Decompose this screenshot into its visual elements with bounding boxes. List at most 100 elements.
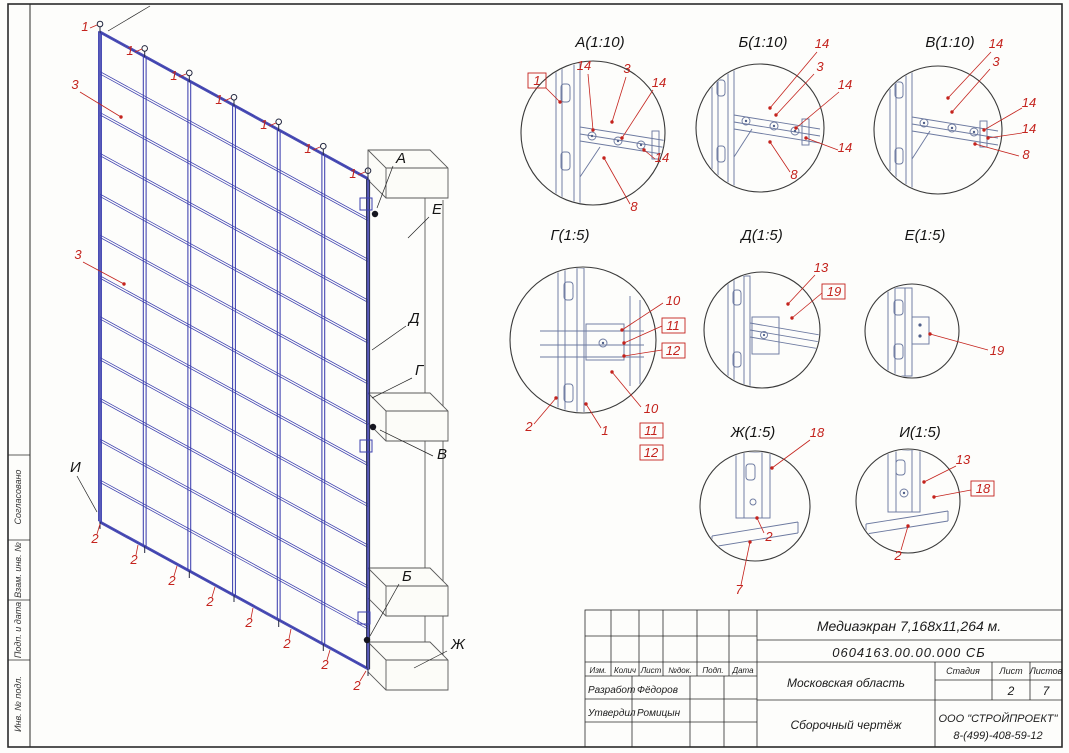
callout: 18 bbox=[810, 425, 825, 440]
screen-right-edge bbox=[366, 179, 371, 669]
document-code: 0604163.00.00.000 СБ bbox=[832, 645, 986, 660]
detail-zh-callouts: 18 2 7 bbox=[735, 425, 825, 597]
bottom-feet bbox=[99, 522, 369, 676]
col-kolich: Колич bbox=[614, 666, 636, 675]
detail-i-internals bbox=[865, 450, 949, 535]
stamp-inv-podl: Инв. № подл. bbox=[13, 676, 23, 732]
doc-type: Сборочный чертёж bbox=[790, 718, 902, 732]
callout-pos2: 2 bbox=[129, 552, 138, 567]
detail-e: Е(1:5) 19 bbox=[864, 227, 1004, 379]
callout-pos1: 1 bbox=[304, 141, 311, 156]
detail-g-callouts: 10 11 12 10 11 12 2 1 bbox=[524, 293, 686, 461]
callout-pos3: 3 bbox=[71, 77, 79, 92]
callout-pos1: 1 bbox=[349, 166, 356, 181]
building-structure bbox=[367, 149, 449, 691]
main-callouts-left: 3 3 bbox=[71, 77, 126, 286]
row-role-1: Утвердил bbox=[587, 708, 636, 719]
callout-pos2: 2 bbox=[282, 636, 291, 651]
callout: 19 bbox=[990, 343, 1004, 358]
detail-e-title: Е(1:5) bbox=[905, 227, 946, 244]
callout: 11 bbox=[666, 318, 680, 333]
section-label-g: Г bbox=[415, 362, 425, 379]
callout: 14 bbox=[652, 75, 666, 90]
sheet-frame: Согласовано Взам. инв. № Подп. и дата Ин… bbox=[7, 3, 1063, 748]
detail-a-circle bbox=[520, 60, 666, 206]
callout: 14 bbox=[838, 140, 852, 155]
detail-zh-circle bbox=[699, 450, 811, 562]
callout-pos2: 2 bbox=[320, 657, 329, 672]
anchor-blob-mid bbox=[369, 423, 377, 431]
detail-b: Б(1:10) 14 3 14 14 8 bbox=[695, 34, 852, 193]
section-label-i: И bbox=[70, 459, 81, 476]
detail-d-title: Д(1:5) bbox=[739, 227, 782, 244]
detail-b-callouts: 14 3 14 14 8 bbox=[768, 36, 852, 182]
company-name: ООО "СТРОЙПРОЕКТ" bbox=[939, 712, 1059, 725]
callout-pos1: 1 bbox=[170, 68, 177, 83]
col-podp: Подп. bbox=[702, 666, 723, 675]
callout: 12 bbox=[644, 445, 659, 460]
stage-label: Стадия bbox=[946, 666, 980, 676]
callout: 13 bbox=[956, 452, 971, 467]
detail-a: А(1:10) 1 14 3 14 14 8 bbox=[520, 34, 669, 214]
main-view: А Е Д Г В Б Ж И 1 1 1 1 1 1 1 bbox=[70, 5, 466, 693]
col-ndok: №док. bbox=[668, 666, 692, 675]
callout: 12 bbox=[666, 343, 681, 358]
product-name: Медиаэкран 7,168x11,264 м. bbox=[817, 618, 1001, 634]
stamp-soglasovano: Согласовано bbox=[13, 470, 23, 525]
detail-i-title: И(1:5) bbox=[899, 424, 941, 441]
section-label-e: Е bbox=[432, 201, 443, 218]
detail-e-internals bbox=[887, 287, 930, 377]
callout: 2 bbox=[893, 548, 902, 563]
anchor-blob-top bbox=[371, 210, 379, 218]
anchor-blob-low bbox=[363, 636, 371, 644]
callout: 14 bbox=[1022, 95, 1036, 110]
detail-g-circle bbox=[509, 266, 657, 414]
detail-e-circle bbox=[864, 283, 960, 379]
callout-pos2: 2 bbox=[205, 594, 214, 609]
callout-pos2: 2 bbox=[244, 615, 253, 630]
callout-pos2: 2 bbox=[90, 531, 99, 546]
sheets-label: Листов bbox=[1029, 666, 1063, 676]
callout: 1 bbox=[601, 423, 608, 438]
callout: 10 bbox=[666, 293, 681, 308]
detail-b-internals bbox=[711, 65, 821, 191]
screen-grid bbox=[98, 30, 370, 671]
detail-zh-title: Ж(1:5) bbox=[730, 424, 776, 441]
callout: 14 bbox=[815, 36, 829, 51]
detail-a-title: А(1:10) bbox=[574, 34, 624, 51]
callout: 18 bbox=[976, 481, 991, 496]
section-labels: А Е Д Г В Б Ж И bbox=[70, 150, 466, 669]
callout-pos2: 2 bbox=[167, 573, 176, 588]
detail-a-internals bbox=[555, 62, 664, 204]
sheet-label: Лист bbox=[998, 666, 1023, 676]
detail-v-title: В(1:10) bbox=[925, 34, 974, 51]
row-role-0: Разработ bbox=[588, 684, 635, 696]
col-list: Лист bbox=[640, 666, 662, 675]
detail-zh-internals bbox=[711, 452, 799, 548]
callout: 14 bbox=[838, 77, 852, 92]
stamp-vzam-inv: Взам. инв. № bbox=[13, 542, 23, 598]
detail-i-circle bbox=[855, 448, 961, 554]
callout-pos1: 1 bbox=[215, 92, 222, 107]
callout: 13 bbox=[814, 260, 829, 275]
callout-pos2: 2 bbox=[352, 678, 361, 693]
callout: 3 bbox=[992, 54, 1000, 69]
callout-pos1: 1 bbox=[126, 43, 133, 58]
section-label-zh: Ж bbox=[450, 636, 466, 653]
callout: 3 bbox=[816, 59, 824, 74]
section-label-v: В bbox=[437, 446, 447, 463]
callout: 7 bbox=[735, 582, 743, 597]
callout: 2 bbox=[764, 529, 773, 544]
top-mount-lugs bbox=[96, 20, 372, 180]
callout: 14 bbox=[1022, 121, 1036, 136]
callout: 1 bbox=[533, 73, 540, 88]
callout: 8 bbox=[1022, 147, 1030, 162]
callout-pos3: 3 bbox=[74, 247, 82, 262]
detail-i: И(1:5) 13 18 2 bbox=[855, 424, 995, 563]
row-name-1: Ромицын bbox=[637, 708, 681, 719]
section-label-a: А bbox=[395, 150, 406, 167]
detail-i-callouts: 13 18 2 bbox=[893, 452, 995, 563]
col-izm: Изм. bbox=[589, 666, 606, 675]
detail-v-circle bbox=[873, 65, 1003, 195]
